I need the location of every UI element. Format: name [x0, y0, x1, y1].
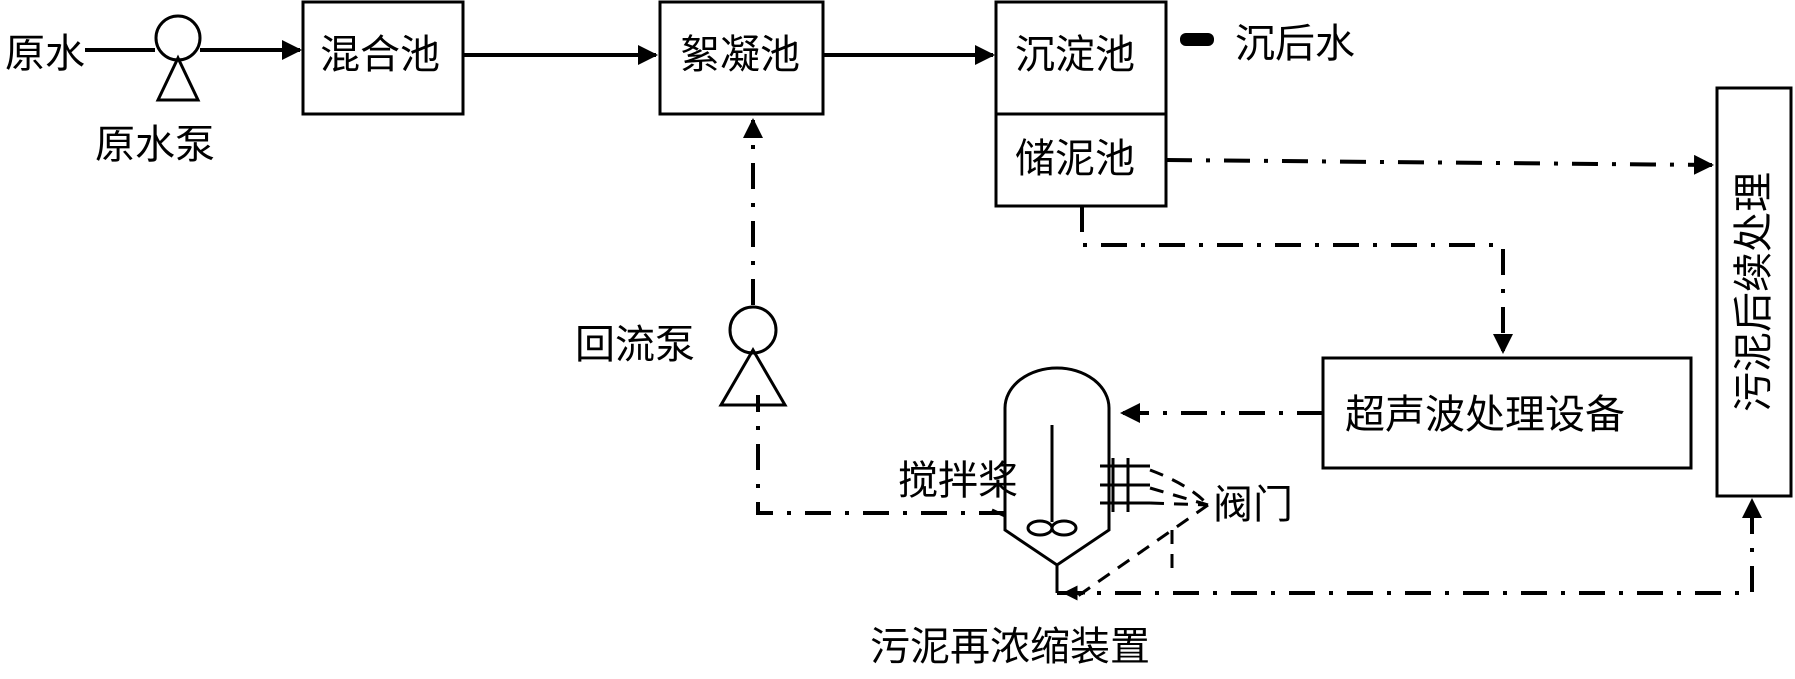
flocculation-tank-box: [658, 0, 825, 116]
valve-label: 阀门: [1213, 482, 1293, 528]
sludge-reconcentration-device-icon: [1003, 366, 1111, 593]
raw-water-pump-label: 原水泵: [95, 122, 215, 168]
stirring-paddle-leader: [991, 508, 1006, 518]
storage-to-post-treatment-arrow: [1165, 154, 1714, 175]
raw-water-pump-icon: [154, 14, 202, 102]
settled-water-outlet: [1180, 33, 1214, 46]
valve-return-dashed-line: [1074, 503, 1209, 600]
valve-icon: [1100, 458, 1150, 512]
settled-water-label: 沉后水: [1235, 21, 1355, 67]
ultrasonic-equipment-label: 超声波处理设备: [1345, 392, 1625, 438]
mixing-tank-box: [301, 0, 465, 116]
sludge-reconcentration-device-label: 污泥再浓缩装置: [870, 624, 1150, 670]
reflux-pump-label: 回流泵: [575, 322, 695, 368]
reflux-pump-icon: [718, 305, 788, 407]
flocculation-tank-label: 絮凝池: [680, 32, 800, 78]
sludge-storage-tank-label: 储泥池: [1015, 136, 1135, 182]
reconcentrator-to-reflux-pump-line: [756, 395, 1005, 515]
mixing-tank-label: 混合池: [320, 32, 440, 78]
sludge-storage-tank-box: [994, 112, 1168, 208]
sedimentation-tank-label: 沉淀池: [1015, 32, 1135, 78]
reconcentrator-to-post-treatment-arrow: [1057, 498, 1762, 595]
raw-water-label: 原水: [5, 31, 85, 77]
valve-leader-lines: [1149, 468, 1210, 507]
sludge-post-treatment-label: 污泥后续处理: [1731, 172, 1777, 412]
storage-to-ultrasonic-arrow: [1080, 206, 1513, 354]
stirring-paddle-icon: [1026, 425, 1078, 537]
sludge-post-treatment-box: [1715, 86, 1793, 498]
sedimentation-tank-box: [994, 0, 1168, 116]
stirring-paddle-label: 搅拌桨: [898, 458, 1018, 504]
